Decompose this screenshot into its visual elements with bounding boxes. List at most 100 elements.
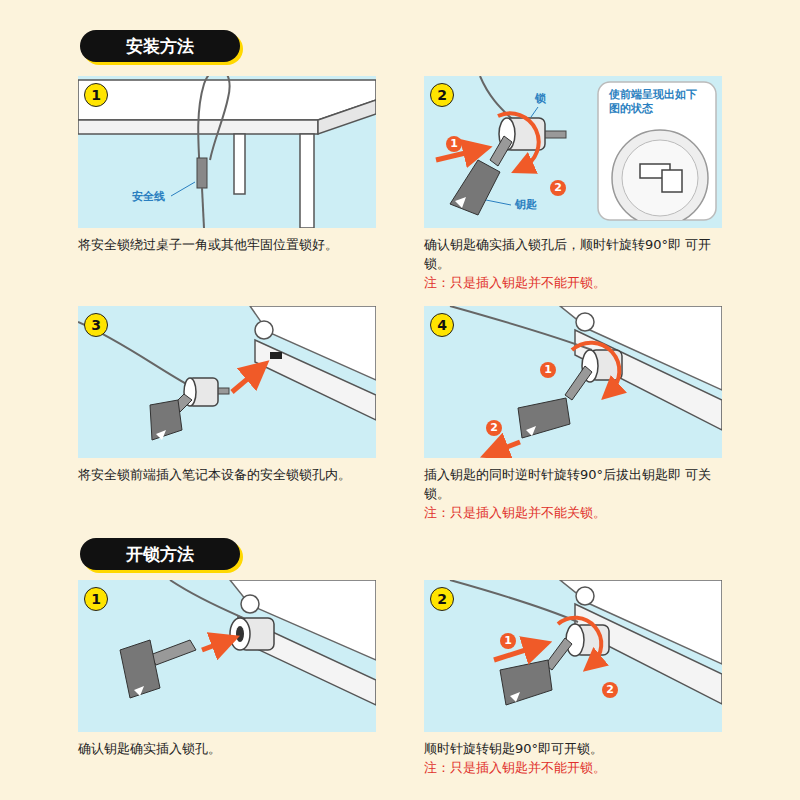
key-head (450, 160, 500, 215)
laptop-side (575, 604, 722, 704)
cable (170, 580, 248, 620)
step-number: 2 (430, 83, 454, 107)
lock-face-detail (622, 140, 698, 216)
panel-ground (78, 580, 376, 732)
callout-number: 2 (550, 180, 566, 196)
rotate-arrow (572, 343, 619, 392)
key-blade (490, 136, 512, 166)
step-caption: 插入钥匙的同时逆时针旋转90°后拔出钥匙即 可关锁。 (424, 465, 724, 503)
step-caption: 确认钥匙确实插入锁孔。 (78, 739, 378, 758)
leader-line (171, 182, 195, 196)
heading-text: 开锁方法 (126, 543, 194, 566)
leader-line (486, 200, 511, 205)
key-blade (150, 640, 196, 665)
step-number-text: 1 (91, 592, 101, 606)
table-leg (300, 134, 314, 228)
lock-tbar (217, 388, 229, 394)
caption-block: 确认钥匙确实插入锁孔。 (78, 739, 378, 758)
tbar-detail (662, 170, 682, 192)
key-mark (510, 692, 520, 702)
key-turn-scene (450, 580, 722, 705)
section-heading: 开锁方法 (80, 538, 240, 570)
callout-number: 1 (500, 633, 516, 649)
warning-note: 注：只是插入钥匙并不能开锁。 (424, 273, 724, 292)
caption-block: 将安全锁绕过桌子一角或其他牢固位置锁好。 (78, 235, 378, 254)
step-panel: 顺时针旋转钥匙90°即可开锁。注：只是插入钥匙并不能开锁。2 (424, 580, 722, 732)
panel-ground (424, 76, 722, 228)
rotate-arrow (558, 618, 601, 664)
lock-face (566, 624, 584, 656)
cable (202, 188, 204, 228)
lock-tbar (544, 131, 566, 138)
step-panel: 将安全锁绕过桌子一角或其他牢固位置锁好。1 (78, 76, 376, 228)
lock-face (230, 618, 250, 650)
rotate-arrow (498, 113, 539, 168)
unlock-scene (436, 76, 716, 226)
lock-face-detail (612, 130, 708, 220)
key-insert-scene (120, 580, 376, 705)
lock-slot (270, 352, 282, 359)
insert-arrow (232, 370, 258, 392)
part-name: 钥匙 (513, 198, 539, 212)
insert-arrow (436, 150, 478, 160)
step-panel: 确认钥匙确实插入锁孔后，顺时针旋转90°即 可开锁。注：只是插入钥匙并不能开锁。… (424, 76, 722, 228)
table-side (318, 100, 376, 134)
step-caption: 顺时针旋转钥匙90°即可开锁。 (424, 739, 724, 758)
step-number-text: 3 (91, 318, 101, 332)
callout-text: 使前端呈现出如下 图的状态 (609, 88, 705, 116)
step-number: 1 (84, 587, 108, 611)
pull-arrow (494, 442, 520, 452)
ferrule (197, 158, 207, 188)
step-panel: 确认钥匙确实插入锁孔。1 (78, 580, 376, 732)
callout-bubble: 使前端呈现出如下 图的状态 (598, 82, 716, 122)
insert-arrow (494, 646, 538, 660)
callout-number: 1 (540, 362, 556, 378)
step-caption: 确认钥匙确实插入锁孔后，顺时针旋转90°即 可开锁。 (424, 235, 724, 273)
step-number: 2 (430, 587, 454, 611)
cable (450, 580, 578, 622)
key-head (500, 660, 552, 705)
step-caption: 将安全锁前端插入笔记本设备的安全锁锁孔内。 (78, 465, 378, 484)
step-number-text: 2 (437, 592, 447, 606)
heading-text: 安装方法 (126, 35, 194, 58)
cable (450, 306, 592, 350)
key-mark (156, 430, 166, 440)
section-heading: 安装方法 (80, 30, 240, 62)
callout-number: 2 (602, 682, 618, 698)
key-mark (526, 426, 536, 436)
part-name: 安全线 (130, 190, 167, 204)
step-panel: 插入钥匙的同时逆时针旋转90°后拔出钥匙即 可关锁。注：只是插入钥匙并不能关锁。… (424, 306, 722, 458)
panel-ground (424, 306, 722, 458)
key-head (150, 400, 182, 440)
callout-number: 2 (486, 420, 502, 436)
bubble-detail (612, 130, 708, 220)
panel-ground (424, 580, 722, 732)
leader-line (531, 107, 538, 117)
step-number: 1 (84, 83, 108, 107)
warning-note: 注：只是插入钥匙并不能开锁。 (424, 758, 724, 777)
laptop-hinge (241, 595, 259, 613)
laptop-hinge (576, 587, 594, 605)
step-number: 4 (430, 313, 454, 337)
step-caption: 将安全锁绕过桌子一角或其他牢固位置锁好。 (78, 235, 378, 254)
caption-block: 插入钥匙的同时逆时针旋转90°后拔出钥匙即 可关锁。注：只是插入钥匙并不能关锁。 (424, 465, 724, 522)
insert-scene (78, 306, 376, 440)
keyhole (236, 626, 244, 642)
key-mark (134, 686, 144, 696)
caption-block: 顺时针旋转钥匙90°即可开锁。注：只是插入钥匙并不能开锁。 (424, 739, 724, 777)
key-head (120, 640, 160, 698)
part-name: 锁 (533, 92, 548, 106)
table-leg (234, 134, 245, 194)
key-mark (455, 197, 466, 208)
key-blade (565, 366, 592, 400)
warning-note: 注：只是插入钥匙并不能关锁。 (424, 503, 724, 522)
insert-arrow (202, 641, 226, 650)
panel-ground (78, 306, 376, 458)
caption-block: 将安全锁前端插入笔记本设备的安全锁锁孔内。 (78, 465, 378, 484)
laptop-side (238, 616, 376, 705)
laptop-side (255, 340, 376, 420)
desk-scene (78, 76, 376, 228)
